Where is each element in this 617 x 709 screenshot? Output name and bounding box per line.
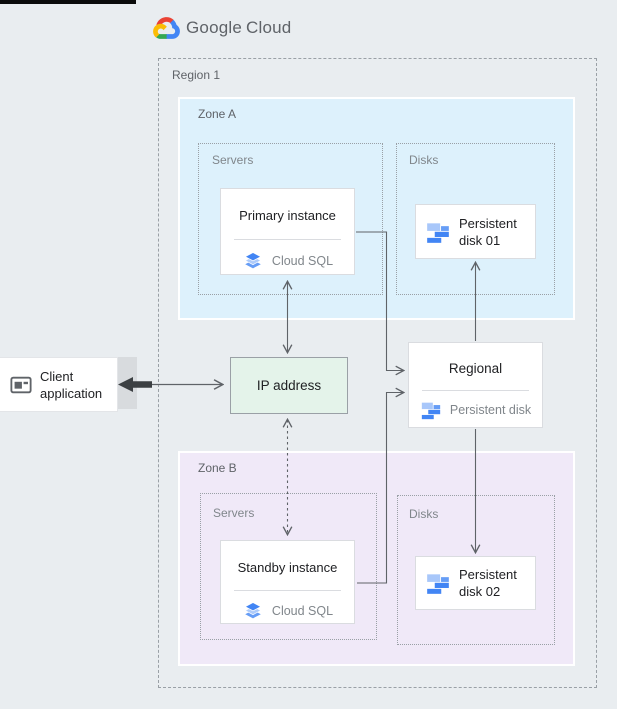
standby-instance-service-row: Cloud SQL [221, 600, 354, 622]
client-application-card: Client application [0, 357, 118, 412]
primary-instance-service-label: Cloud SQL [271, 254, 334, 268]
zone-a-disks-label: Disks [409, 153, 439, 167]
divider [422, 390, 529, 391]
standby-instance-service-label: Cloud SQL [271, 604, 334, 618]
ip-address-label: IP address [256, 378, 322, 393]
divider [234, 239, 341, 240]
google-cloud-icon [153, 17, 180, 39]
standby-instance-card: Standby instance Cloud SQL [220, 540, 355, 624]
region-1-container [158, 58, 597, 688]
regional-disk-card: Regional Persistent disk [408, 342, 543, 428]
client-application-icon [10, 376, 32, 393]
persistent-disk-icon [427, 574, 449, 594]
zone-b-label: Zone B [198, 461, 237, 475]
client-line1: Client [40, 368, 74, 384]
client-application-label: Client application [40, 368, 102, 402]
persistent-disk-02-label: Persistent disk 02 [459, 566, 517, 600]
client-gray-strip [118, 357, 137, 409]
disk02-line1: Persistent [459, 567, 517, 582]
persistent-disk-01-card: Persistent disk 01 [415, 204, 536, 259]
disk01-line1: Persistent [459, 215, 517, 231]
persistent-disk-01-label: Persistent disk 01 [459, 215, 517, 249]
zone-a-label: Zone A [198, 107, 237, 121]
persistent-disk-02-card: Persistent disk 02 [415, 556, 536, 610]
ip-address-box: IP address [230, 357, 348, 414]
primary-instance-card: Primary instance Cloud SQL [220, 188, 355, 275]
regional-service-label: Persistent disk [449, 403, 532, 417]
region-1-label: Region 1 [172, 68, 221, 82]
brand-cloud: Cloud [246, 17, 292, 37]
standby-instance-title: Standby instance [237, 560, 338, 575]
zone-a-servers-label: Servers [212, 153, 254, 167]
zone-b-disks-label: Disks [409, 507, 439, 521]
brand-google: Google [186, 17, 243, 37]
zone-b-servers-label: Servers [213, 506, 255, 520]
persistent-disk-icon [427, 222, 449, 243]
top-black-bar [0, 0, 136, 4]
disk02-line2: disk 02 [459, 584, 501, 599]
divider [234, 590, 341, 591]
primary-instance-title: Primary instance [239, 208, 336, 223]
disk01-line2: disk 01 [459, 232, 501, 248]
cloud-sql-icon [244, 602, 262, 619]
primary-instance-service-row: Cloud SQL [221, 250, 354, 272]
regional-title: Regional [448, 361, 503, 376]
persistent-disk-icon [421, 402, 441, 420]
regional-service-row: Persistent disk [409, 399, 542, 421]
cloud-sql-icon [244, 252, 262, 269]
client-line2: application [40, 385, 103, 401]
